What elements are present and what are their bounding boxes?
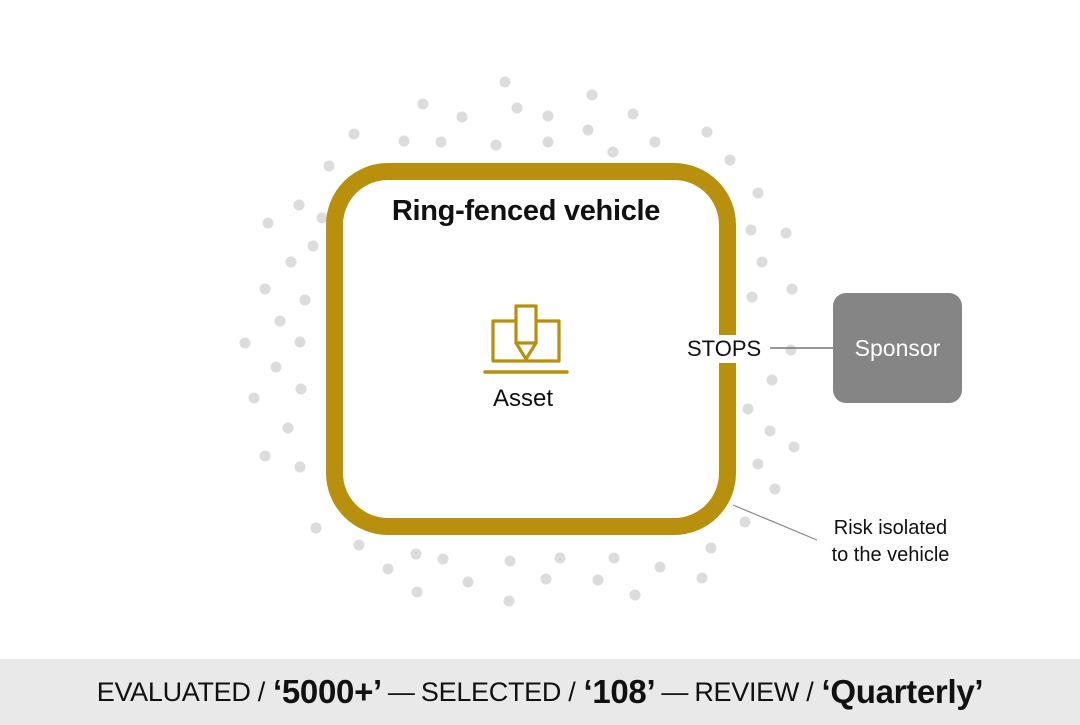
halo-dot <box>582 124 594 136</box>
halo-dot <box>248 392 260 404</box>
halo-dot <box>282 422 294 434</box>
halo-dot <box>739 516 751 528</box>
halo-dot <box>499 76 511 88</box>
footer-review-value: ‘Quarterly’ <box>821 673 984 710</box>
risk-note: Risk isolated to the vehicle <box>808 515 973 569</box>
halo-dot <box>411 586 423 598</box>
halo-dot <box>490 139 502 151</box>
halo-dot <box>742 403 754 415</box>
halo-dot <box>307 240 319 252</box>
halo-dot <box>788 441 800 453</box>
halo-dot <box>417 98 429 110</box>
risk-note-line-2: to the vehicle <box>831 544 950 566</box>
halo-dot <box>746 291 758 303</box>
halo-dot <box>554 552 566 564</box>
halo-dot <box>437 553 449 565</box>
halo-dot <box>323 160 335 172</box>
halo-dot <box>592 574 604 586</box>
halo-dot <box>294 461 306 473</box>
asset-label: Asset <box>492 385 554 412</box>
footer-selected-value: ‘108’ <box>583 673 656 710</box>
halo-dot <box>295 383 307 395</box>
footer-bar: EVALUATED / ‘5000+’ — SELECTED / ‘108’ —… <box>0 659 1080 725</box>
halo-dot <box>785 344 797 356</box>
vehicle-title: Ring-fenced vehicle <box>391 195 661 227</box>
halo-dot <box>649 136 661 148</box>
halo-dot <box>756 256 768 268</box>
halo-dot <box>348 128 360 140</box>
halo-dot <box>435 136 447 148</box>
halo-dot <box>701 126 713 138</box>
halo-dot <box>353 539 365 551</box>
halo-dot <box>764 425 776 437</box>
halo-dot <box>786 283 798 295</box>
footer-evaluated-key: EVALUATED / <box>96 676 266 707</box>
halo-dot <box>310 522 322 534</box>
halo-dot <box>745 224 757 236</box>
halo-dot <box>780 227 792 239</box>
risk-note-line-1: Risk isolated <box>833 517 948 539</box>
halo-dot <box>270 361 282 373</box>
halo-dot <box>724 154 736 166</box>
halo-dot <box>608 552 620 564</box>
halo-dot <box>540 573 552 585</box>
halo-dot <box>462 576 474 588</box>
halo-dot <box>769 483 781 495</box>
halo-dot <box>766 374 778 386</box>
halo-dot <box>503 595 515 607</box>
halo-dot <box>607 146 619 158</box>
halo-dot <box>285 256 297 268</box>
footer-separator: — <box>387 676 415 707</box>
halo-dot <box>382 563 394 575</box>
halo-dot <box>629 589 641 601</box>
halo-dot <box>705 542 717 554</box>
stops-label: STOPS <box>684 335 765 363</box>
footer-evaluated-value: ‘5000+’ <box>272 673 382 710</box>
footer-separator: — <box>661 676 689 707</box>
halo-dot <box>542 136 554 148</box>
halo-dot <box>299 294 311 306</box>
halo-dot <box>752 458 764 470</box>
footer-review-key: REVIEW / <box>694 676 814 707</box>
halo-dot <box>456 111 468 123</box>
halo-dot <box>504 555 516 567</box>
sponsor-box: Sponsor <box>833 293 962 403</box>
halo-dot <box>262 217 274 229</box>
halo-dot <box>239 337 251 349</box>
halo-dot <box>752 187 764 199</box>
halo-dot <box>696 572 708 584</box>
halo-dot <box>542 110 554 122</box>
halo-dot <box>274 315 286 327</box>
sponsor-label: Sponsor <box>854 334 941 361</box>
pen-on-base-icon <box>483 304 569 374</box>
halo-dot <box>293 199 305 211</box>
halo-dot <box>586 89 598 101</box>
halo-dot <box>410 548 422 560</box>
halo-dot <box>511 102 523 114</box>
footer-selected-key: SELECTED / <box>420 676 576 707</box>
halo-dot <box>627 108 639 120</box>
halo-dot <box>259 283 271 295</box>
halo-dot <box>259 450 271 462</box>
halo-dot <box>398 135 410 147</box>
halo-dot <box>654 561 666 573</box>
halo-dot <box>316 212 328 224</box>
halo-dot <box>294 336 306 348</box>
